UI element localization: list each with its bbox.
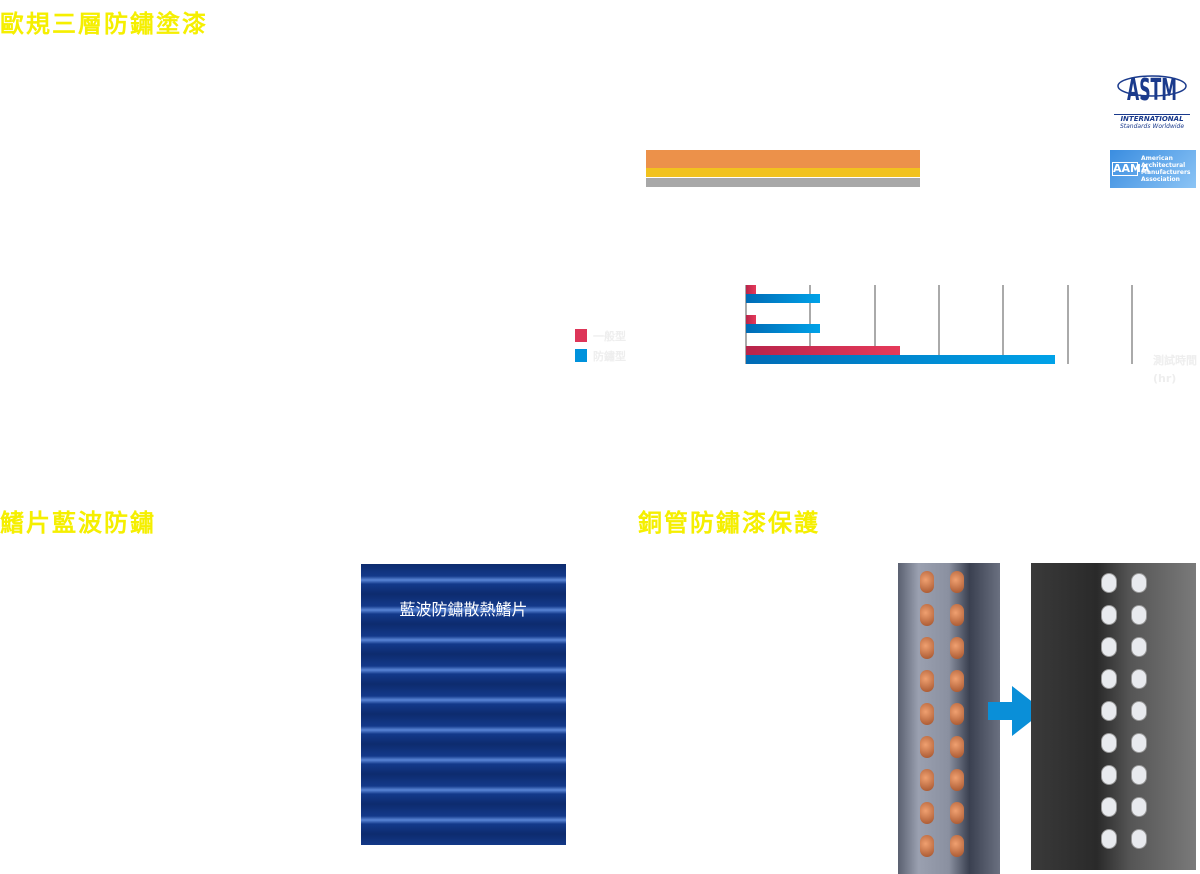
copper-title: 銅管防鏽漆保護 xyxy=(638,509,820,537)
arrow-right-icon xyxy=(988,686,1044,736)
general-bar xyxy=(746,346,901,355)
copper-pipe xyxy=(950,604,964,626)
antirust-bar xyxy=(746,324,820,333)
copper-pipe xyxy=(950,637,964,659)
copper-pipe xyxy=(920,670,934,692)
copper-pipe xyxy=(950,835,964,857)
coated-pipe xyxy=(1131,605,1147,625)
legend-swatch-antirust xyxy=(575,349,587,362)
copper-pipe xyxy=(950,670,964,692)
antirust-bar xyxy=(746,355,1055,364)
coated-pipe xyxy=(1131,797,1147,817)
coated-pipe xyxy=(1101,669,1117,689)
copper-pipe xyxy=(950,736,964,758)
copper-pipe xyxy=(950,802,964,824)
coated-pipe xyxy=(1131,637,1147,657)
coating-layer-middle xyxy=(646,168,920,177)
coated-pipe xyxy=(1131,669,1147,689)
coated-pipe xyxy=(1101,701,1117,721)
coated-pipe xyxy=(1131,765,1147,785)
coated-pipe xyxy=(1101,797,1117,817)
blue-fin-image: 藍波防鏽散熱鰭片 xyxy=(361,564,566,845)
fin-title: 鰭片藍波防鏽 xyxy=(0,509,156,537)
fin-image-label: 藍波防鏽散熱鰭片 xyxy=(399,600,528,619)
general-bar xyxy=(746,285,756,294)
coated-pipe xyxy=(1131,573,1147,593)
coating-layer-top xyxy=(646,150,920,168)
copper-pipe xyxy=(920,769,934,791)
coated-pipe xyxy=(1131,733,1147,753)
copper-pipe xyxy=(920,802,934,824)
gridline xyxy=(1130,285,1133,364)
legend-swatch-general xyxy=(575,329,587,342)
copper-pipe xyxy=(920,703,934,725)
copper-pipe xyxy=(950,769,964,791)
coated-copper-pipe-photo xyxy=(1031,563,1196,870)
coated-pipe xyxy=(1101,605,1117,625)
copper-pipe xyxy=(920,604,934,626)
coated-pipe xyxy=(1101,829,1117,849)
uncoated-copper-pipe-photo xyxy=(898,563,1000,874)
gridline xyxy=(1066,285,1069,364)
antirust-bar xyxy=(746,294,820,303)
copper-pipe xyxy=(920,736,934,758)
copper-pipe xyxy=(950,571,964,593)
gridline xyxy=(1002,285,1005,364)
general-bar xyxy=(746,315,756,324)
gridline xyxy=(937,285,940,364)
copper-pipe xyxy=(920,571,934,593)
astm-logo: ASTM INTERNATIONAL Standards Worldwide xyxy=(1114,62,1190,136)
coated-pipe xyxy=(1101,765,1117,785)
aama-logo: AAMA American Architectural Manufacturer… xyxy=(1110,150,1196,188)
coating-layer-bottom xyxy=(646,178,920,187)
coating-title: 歐規三層防鏽塗漆 xyxy=(0,10,208,38)
coated-pipe xyxy=(1131,701,1147,721)
svg-text:ASTM: ASTM xyxy=(1127,73,1177,108)
legend-label-general: 一般型 xyxy=(593,330,626,343)
copper-pipe xyxy=(920,835,934,857)
coated-pipe xyxy=(1131,829,1147,849)
gridline xyxy=(873,285,876,364)
coated-pipe xyxy=(1101,573,1117,593)
copper-pipe xyxy=(920,637,934,659)
coated-pipe xyxy=(1101,637,1117,657)
x-axis-label: 測試時間(hr) xyxy=(1153,354,1197,385)
coated-pipe xyxy=(1101,733,1117,753)
copper-pipe xyxy=(950,703,964,725)
legend-label-antirust: 防鏽型 xyxy=(593,350,626,363)
